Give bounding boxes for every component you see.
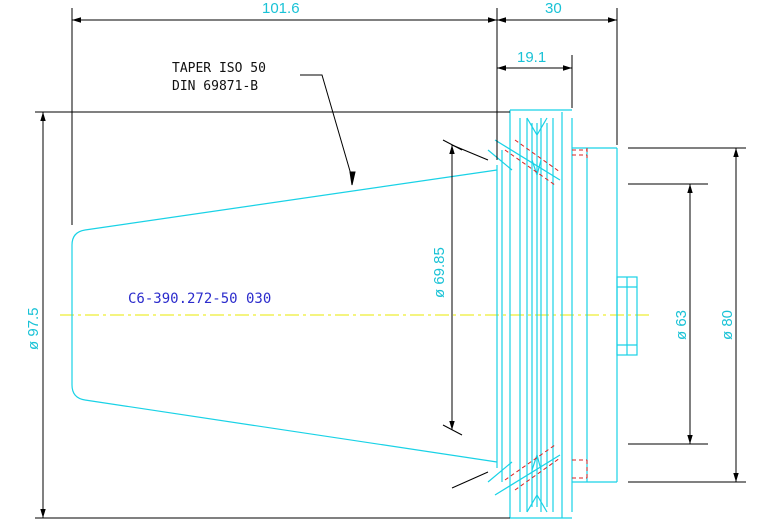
dim-flange-diameter-label: ø 80: [719, 310, 736, 340]
taper-body: [71, 169, 498, 463]
dim-overall-length-label: 101.6: [262, 0, 300, 17]
dim-overall-length: [71, 8, 498, 225]
dim-taper-diameter: [35, 111, 510, 519]
dim-taper-diameter-label: ø 97.5: [25, 307, 42, 350]
note-leader: [300, 74, 356, 186]
dim-flange-diameter: [628, 147, 746, 483]
dim-bore-diameter: [628, 183, 708, 445]
part-code-label: C6-390.272-50 030: [128, 291, 271, 307]
dim-gauge-diameter: [442, 139, 489, 489]
taper-note-line-1: TAPER ISO 50: [172, 61, 266, 76]
flange: [487, 109, 638, 519]
dim-groove-width: [497, 55, 573, 108]
dim-bore-diameter-label: ø 63: [673, 310, 690, 340]
dim-flange-width: [497, 8, 618, 145]
dim-gauge-diameter-label: ø 69.85: [431, 247, 448, 298]
taper-note-line-2: DIN 69871-B: [172, 79, 258, 94]
dim-groove-width-label: 19.1: [517, 49, 546, 66]
hidden-lines: [504, 139, 588, 491]
dim-flange-width-label: 30: [545, 0, 562, 17]
